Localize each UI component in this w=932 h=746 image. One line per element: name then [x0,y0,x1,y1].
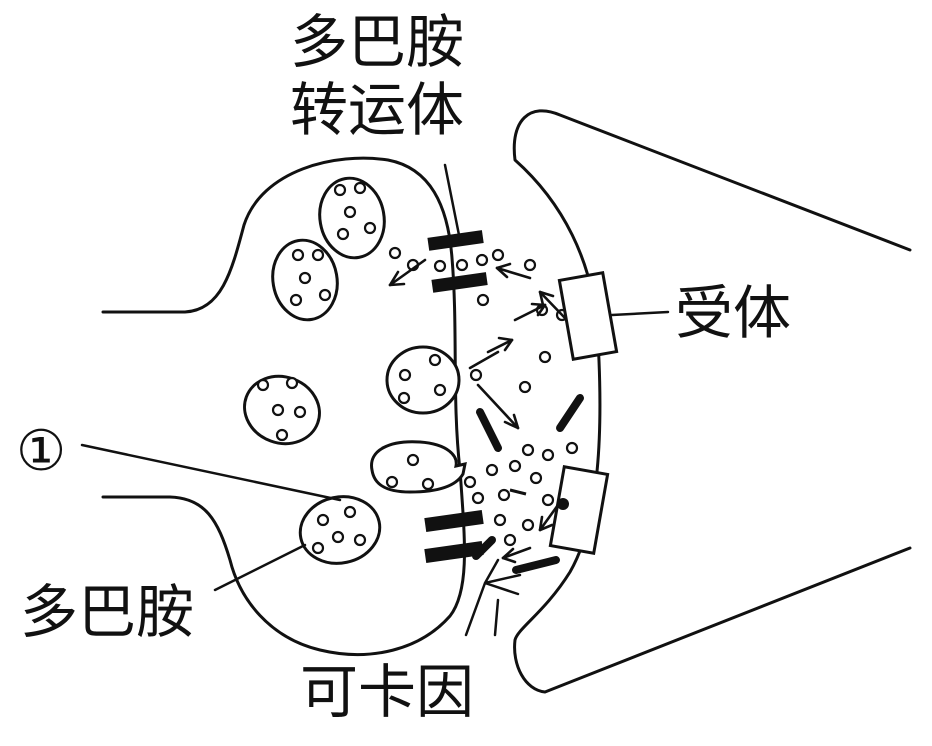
leader-cocaine [464,558,522,637]
vesicle-fusing [370,440,467,494]
leader-transporter [443,163,462,242]
leader-marker [80,443,342,502]
presynaptic-membrane [101,156,466,656]
arrows [388,258,567,564]
label-cocaine: 可卡因 [300,658,474,726]
dopamine-transporters [424,230,488,563]
vesicle [385,345,461,415]
transporter-bar [424,541,484,563]
postsynaptic-membrane [512,109,912,694]
transporter-bar [427,230,484,251]
label-dopamine: 多巴胺 [20,578,194,646]
leader-receptor [610,310,670,317]
receptor-upper [557,271,619,361]
leader-dopamine [213,543,307,592]
label-transporter-line2: 转运体 [290,76,464,144]
receptor-lower [548,465,610,555]
label-transporter-line1: 多巴胺 [290,8,464,76]
dopamine-in-cleft [388,246,579,547]
leader-lines [80,163,670,637]
cocaine-molecules [472,394,584,574]
transporter-bar [431,272,488,293]
transporter-bar [424,510,484,532]
vesicle [318,176,386,260]
label-receptor: 受体 [675,279,791,347]
dopamine-in-vesicles [256,181,447,555]
vesicle-marked [298,495,382,565]
label-marker: ① [16,419,66,484]
